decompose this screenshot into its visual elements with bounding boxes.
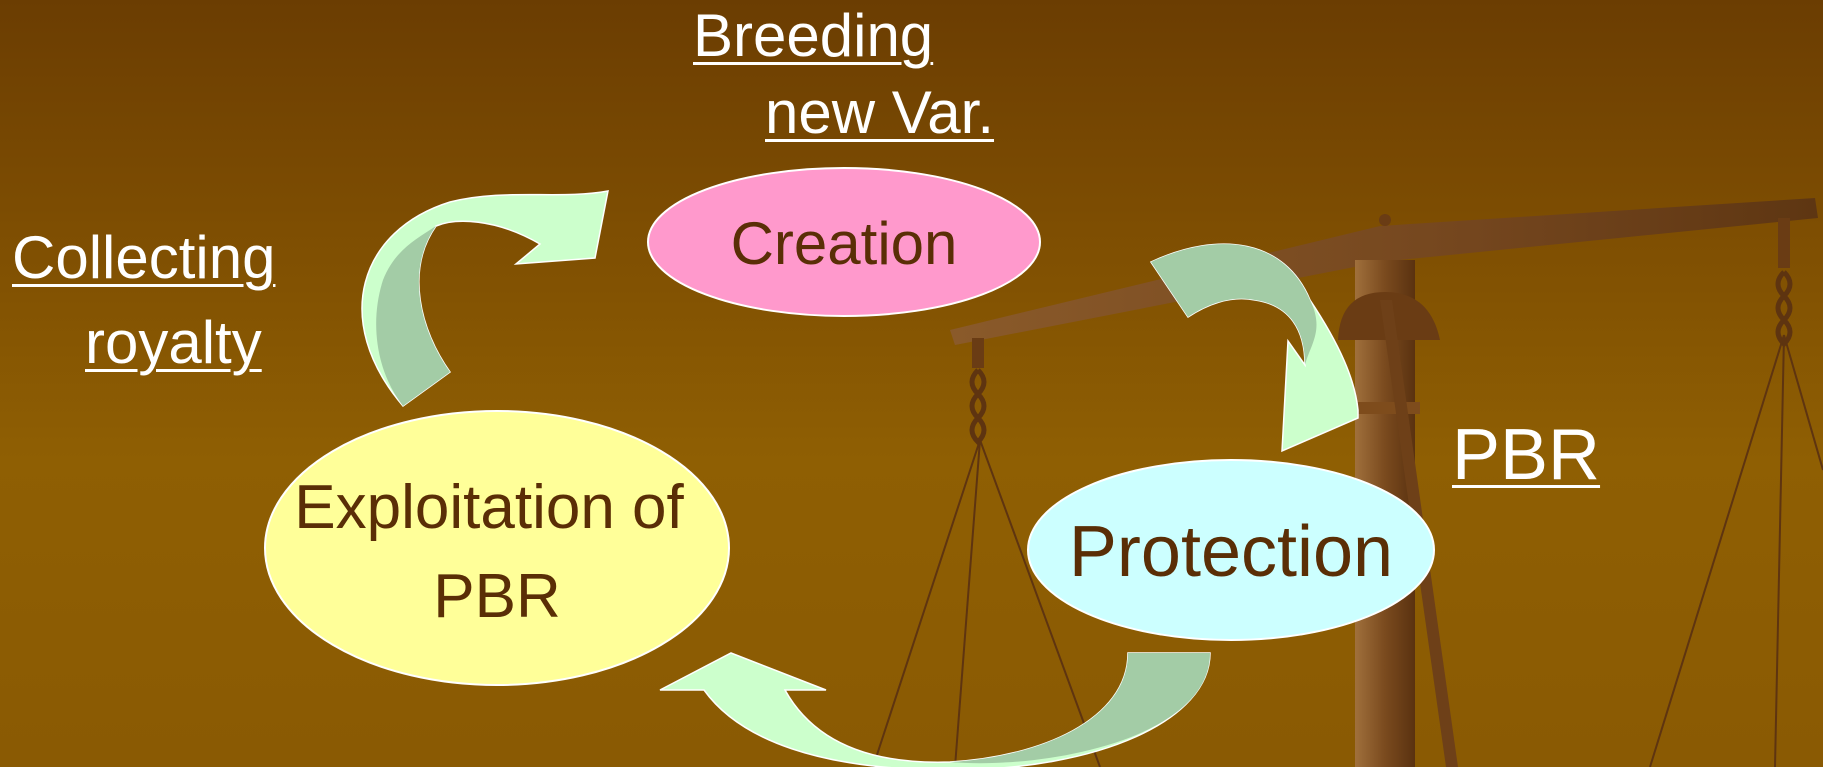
arrow-protection-to-exploitation bbox=[659, 652, 1211, 767]
protection-label: Protection bbox=[1069, 512, 1393, 592]
exploitation-node: Exploitation of PBR bbox=[264, 410, 730, 686]
exploitation-label-line1: Exploitation of bbox=[294, 473, 684, 542]
protection-node: Protection bbox=[1027, 459, 1435, 641]
collecting-label-line1: Collecting bbox=[12, 224, 276, 291]
breeding-label-line2: new Var. bbox=[765, 79, 995, 146]
breeding-label-line1: Breeding bbox=[693, 2, 934, 69]
collecting-label-line2: royalty bbox=[85, 309, 262, 376]
pbr-label: PBR bbox=[1452, 415, 1601, 495]
arrow-creation-to-protection bbox=[1149, 243, 1359, 453]
exploitation-label-line2: PBR bbox=[433, 562, 560, 631]
creation-node: Creation bbox=[647, 167, 1041, 317]
arrow-exploitation-to-creation bbox=[361, 190, 609, 408]
creation-label: Creation bbox=[731, 210, 958, 277]
